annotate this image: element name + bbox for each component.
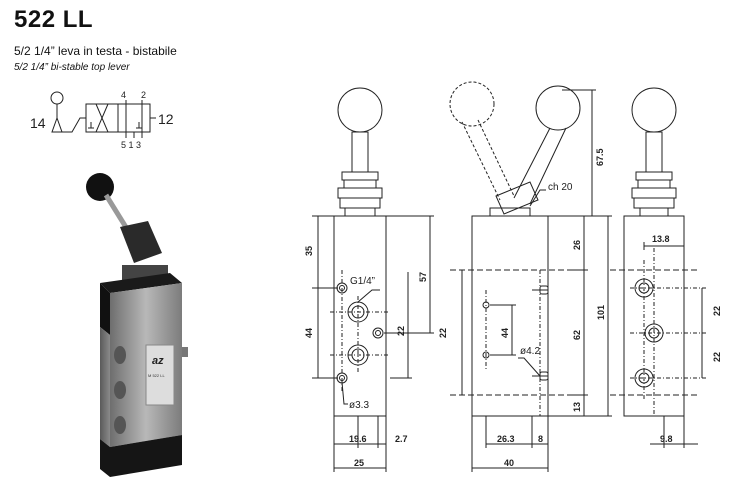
dim-side-26: 26 xyxy=(572,240,582,250)
dim-side-13: 13 xyxy=(572,402,582,412)
dim-side-67-5: 67.5 xyxy=(595,148,605,166)
subtitle-english: 5/2 1/4” bi-stable top lever xyxy=(14,62,130,73)
end-view xyxy=(610,87,706,448)
dim-front-57: 57 xyxy=(418,272,428,282)
side-view xyxy=(449,81,612,472)
lever-knob xyxy=(86,173,114,201)
hole-side-label: ø4.2 xyxy=(520,346,540,357)
lever-base xyxy=(120,221,162,263)
dim-side-22: 22 xyxy=(438,328,448,338)
dim-side-62: 62 xyxy=(572,330,582,340)
brand-logo: az xyxy=(152,355,164,367)
dim-side-101: 101 xyxy=(596,305,606,320)
dim-front-2-7: 2.7 xyxy=(395,434,408,444)
port-12: 12 xyxy=(158,111,174,127)
product-code: 522 LL xyxy=(14,6,94,33)
wrench-label: ch 20 xyxy=(548,182,573,193)
label-small: M 522 LL xyxy=(148,373,165,378)
dim-end-22b: 22 xyxy=(712,352,722,362)
subtitle-italian: 5/2 1/4” leva in testa - bistabile xyxy=(14,44,177,58)
dim-side-26-3: 26.3 xyxy=(497,434,515,444)
product-photo: az M 522 LL xyxy=(86,173,188,477)
dim-front-35: 35 xyxy=(304,246,314,256)
port-2: 2 xyxy=(141,90,146,100)
port-4: 4 xyxy=(121,90,126,100)
thread-label: G1/4” xyxy=(350,276,375,287)
dim-front-22: 22 xyxy=(396,326,406,336)
port-14: 14 xyxy=(30,115,46,131)
dim-front-44: 44 xyxy=(304,328,314,338)
dim-end-9-8: 9.8 xyxy=(660,434,673,444)
dim-side-44: 44 xyxy=(500,328,510,338)
dim-front-25: 25 xyxy=(354,458,364,468)
hole-front-label: ø3.3 xyxy=(349,400,369,411)
port-513: 5 1 3 xyxy=(121,140,141,150)
dim-end-13-8: 13.8 xyxy=(652,234,670,244)
front-view xyxy=(312,87,434,472)
dim-front-19-6: 19.6 xyxy=(349,434,367,444)
dim-side-8: 8 xyxy=(538,434,543,444)
valve-symbol: 14 12 4 2 5 1 3 xyxy=(30,90,174,150)
dim-end-22a: 22 xyxy=(712,306,722,316)
dim-side-40: 40 xyxy=(504,458,514,468)
